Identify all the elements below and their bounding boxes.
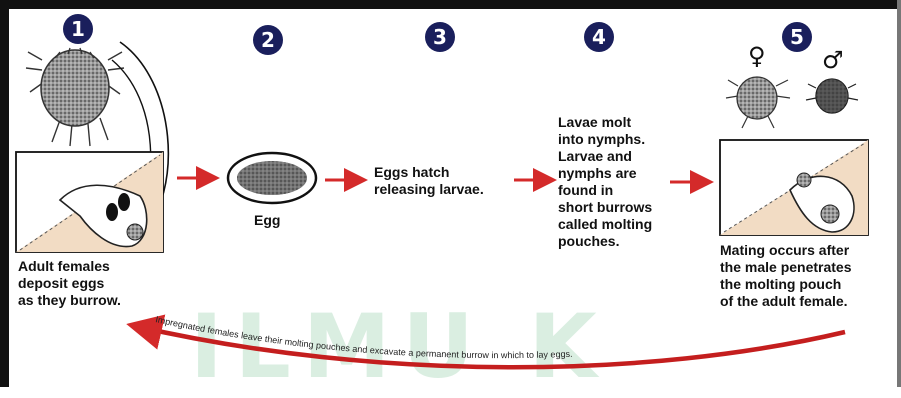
male-mite-icon xyxy=(806,79,858,113)
step-1-badge: 1 xyxy=(63,14,93,44)
step-3-badge: 3 xyxy=(425,22,455,52)
step-3-caption: Eggs hatch releasing larvae. xyxy=(374,164,484,198)
adult-female-mite-icon xyxy=(26,48,124,146)
step-2-badge: 2 xyxy=(253,25,283,55)
skin-burrow-panel-1 xyxy=(16,152,163,252)
lifecycle-diagram: ILMU K xyxy=(0,0,901,387)
female-mite-icon xyxy=(726,77,790,128)
return-arrow-text: Impregnated females leave their molting … xyxy=(155,314,573,360)
female-symbol: ♀ xyxy=(748,42,766,70)
step-2-caption: Egg xyxy=(254,212,280,229)
step-4-caption: Lavae molt into nymphs. Larvae and nymph… xyxy=(558,114,652,250)
egg-icon xyxy=(228,153,316,203)
step-4-badge: 4 xyxy=(584,22,614,52)
step-5-caption: Mating occurs after the male penetrates … xyxy=(720,242,852,310)
male-symbol: ♂ xyxy=(822,46,844,74)
skin-burrow-panel-5 xyxy=(720,140,868,235)
step-1-caption: Adult females deposit eggs as they burro… xyxy=(18,258,121,309)
step-5-badge: 5 xyxy=(782,22,812,52)
return-arrow-label: Impregnated females leave their molting … xyxy=(155,314,573,360)
